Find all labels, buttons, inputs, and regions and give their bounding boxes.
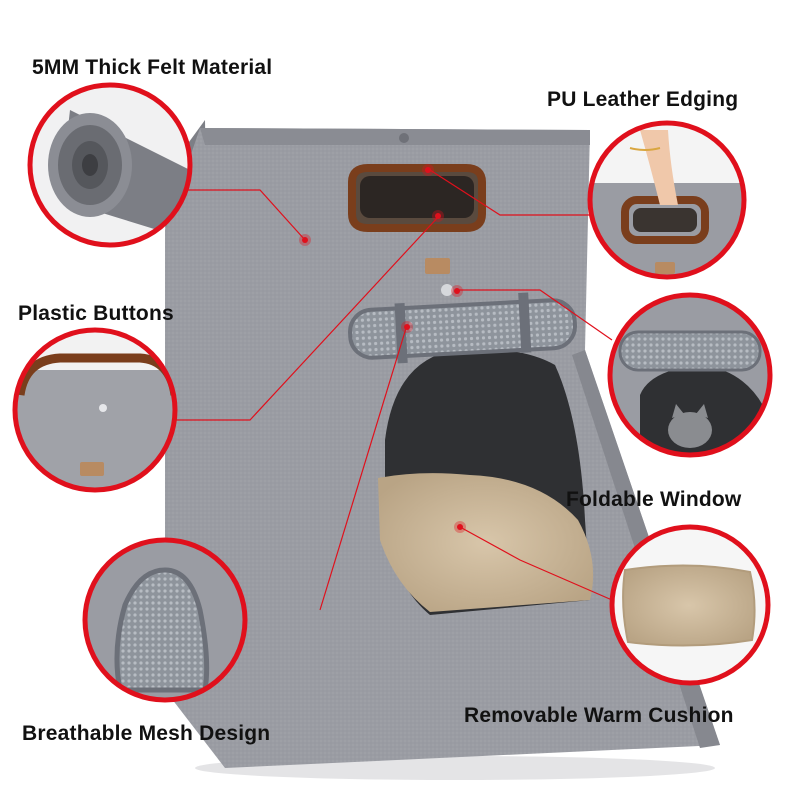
label-warm-cushion: Removable Warm Cushion (464, 704, 734, 727)
label-foldable-window: Foldable Window (566, 488, 742, 511)
detail-foldable-window (607, 292, 773, 458)
label-plastic-buttons: Plastic Buttons (18, 302, 174, 325)
label-felt-material: 5MM Thick Felt Material (32, 56, 273, 79)
detail-plastic-buttons (12, 327, 178, 493)
callout-dots (299, 164, 466, 533)
detail-breathable-mesh (82, 537, 248, 703)
detail-felt-roll (27, 82, 193, 248)
detail-warm-cushion (609, 524, 771, 686)
label-mesh-design: Breathable Mesh Design (22, 722, 271, 745)
label-pu-leather: PU Leather Edging (547, 88, 739, 111)
callout-lines (170, 169, 613, 611)
detail-pu-handle (587, 120, 747, 280)
felt-bag (165, 120, 720, 780)
